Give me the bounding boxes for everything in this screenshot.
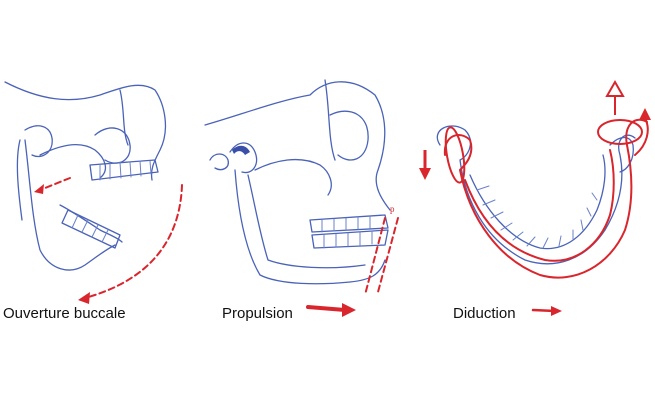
opening-curve-arrow-head-icon xyxy=(78,292,90,304)
protrusion-illustration: p xyxy=(204,79,399,317)
lateral-movement-illustration xyxy=(419,79,651,316)
caption-protrusion: Propulsion xyxy=(222,305,293,322)
panel-protrusion: p Propulsion xyxy=(200,60,415,330)
protrusion-mark: p xyxy=(390,204,395,214)
condyle-highlight-icon xyxy=(232,145,250,155)
lateral-arrow-icon xyxy=(551,306,562,316)
caption-mouth-opening: Ouverture buccale xyxy=(3,305,126,322)
opening-arrow-head-icon xyxy=(34,184,44,194)
panel-mouth-opening: Ouverture buccale xyxy=(0,60,200,330)
mouth-opening-illustration xyxy=(4,81,183,304)
up-arrow-icon xyxy=(605,79,625,97)
rotation-arrow-icon xyxy=(639,108,651,120)
down-arrow-icon xyxy=(419,168,431,180)
caption-lateral-movement: Diduction xyxy=(453,305,516,322)
protrusion-arrow-icon xyxy=(342,303,356,317)
panel-lateral-movement: Diduction xyxy=(415,60,651,330)
